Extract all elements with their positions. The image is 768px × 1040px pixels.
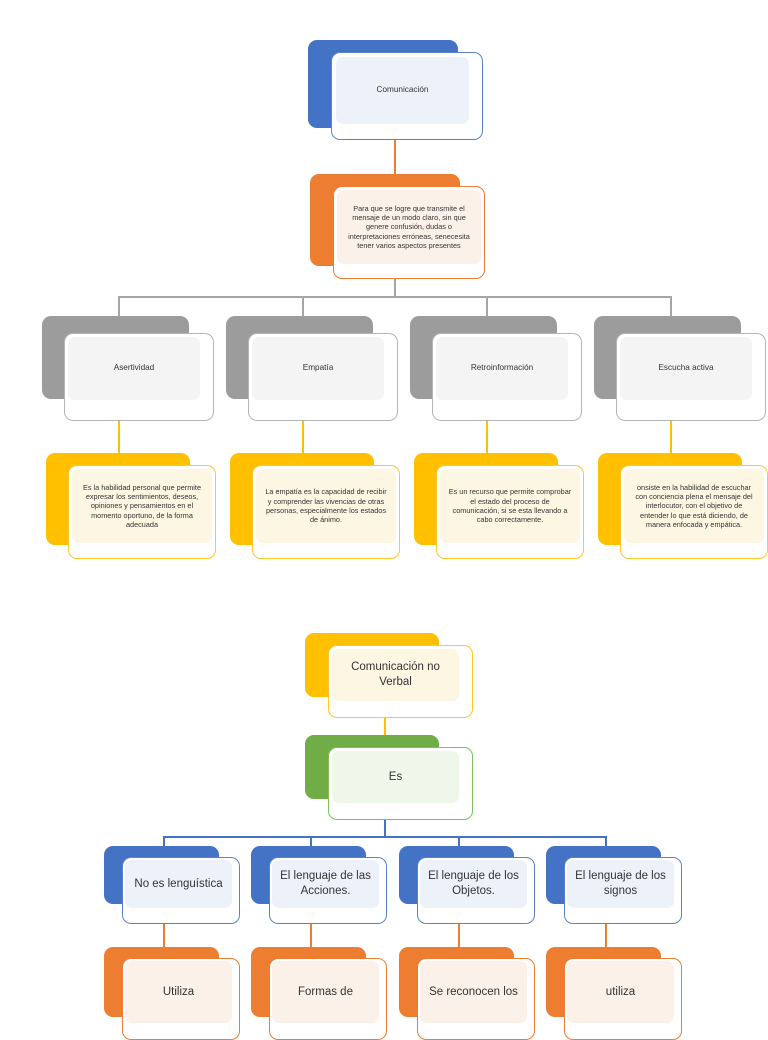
node-retroinformacion-detalle[interactable]: Es un recurso que permite comprobar el e… <box>414 453 584 563</box>
node-text-retroinformacion-detalle: Es un recurso que permite comprobar el e… <box>440 469 580 543</box>
node-comunicacion[interactable]: Comunicación <box>308 40 483 140</box>
node-label-formas-de: Formas de <box>272 961 379 1023</box>
node-asertividad-detalle[interactable]: Es la habilidad personal que permite exp… <box>46 453 216 563</box>
connector-escucha-detail <box>670 421 672 453</box>
node-label-comunicacion-no-verbal: Comunicación no Verbal <box>332 649 459 701</box>
connector-branch-bus-2 <box>163 836 606 838</box>
node-asertividad[interactable]: Asertividad <box>42 316 214 421</box>
connector-root-to-description <box>394 140 396 174</box>
connector-drop2-3 <box>458 836 460 855</box>
connector-es-stem <box>384 820 386 837</box>
node-text-empatia-detalle: La empatía es la capacidad de recibir y … <box>256 469 396 543</box>
connector-drop2-1 <box>163 836 165 855</box>
node-empatia[interactable]: Empatía <box>226 316 398 421</box>
connector-drop-3 <box>486 296 488 316</box>
connector-description-stem <box>394 279 396 297</box>
connector-blue-to-orange-4 <box>605 924 607 948</box>
node-label-lenguaje-objetos: El lenguaje de los Objetos. <box>420 860 527 908</box>
connector-blue-to-orange-1 <box>163 924 165 948</box>
node-text-asertividad-detalle: Es la habilidad personal que permite exp… <box>72 469 212 543</box>
connector-empatia-detail <box>302 421 304 453</box>
node-label-lenguaje-acciones: El lenguaje de las Acciones. <box>272 860 379 908</box>
node-label-comunicacion: Comunicación <box>336 57 469 124</box>
connector-blue-to-orange-2 <box>310 924 312 948</box>
node-label-utiliza-2: utiliza <box>567 961 674 1023</box>
connector-branch-bus <box>118 296 671 298</box>
node-label-no-es-lenguistica: No es lenguística <box>125 860 232 908</box>
connector-drop2-2 <box>310 836 312 855</box>
node-retroinformacion[interactable]: Retroinformación <box>410 316 582 421</box>
node-es[interactable]: Es <box>305 735 473 820</box>
node-no-es-lenguistica[interactable]: No es lenguística <box>104 846 240 924</box>
node-label-empatia: Empatía <box>252 337 384 400</box>
node-label-escucha-activa: Escucha activa <box>620 337 752 400</box>
node-label-asertividad: Asertividad <box>68 337 200 400</box>
node-text-escucha-activa-detalle: onsiste en la habilidad de escuchar con … <box>624 469 764 543</box>
node-empatia-detalle[interactable]: La empatía es la capacidad de recibir y … <box>230 453 400 563</box>
node-escucha-activa-detalle[interactable]: onsiste en la habilidad de escuchar con … <box>598 453 768 563</box>
connector-cnv-to-es <box>384 718 386 740</box>
connector-retroinformacion-detail <box>486 421 488 453</box>
connector-drop-1 <box>118 296 120 316</box>
node-label-retroinformacion: Retroinformación <box>436 337 568 400</box>
node-descripcion[interactable]: Para que se logre que transmite el mensa… <box>310 174 485 279</box>
node-lenguaje-signos[interactable]: El lenguaje de los signos <box>546 846 682 924</box>
connector-asertividad-detail <box>118 421 120 453</box>
node-lenguaje-acciones[interactable]: El lenguaje de las Acciones. <box>251 846 387 924</box>
node-label-es: Es <box>332 751 459 803</box>
node-label-descripcion: Para que se logre que transmite el mensa… <box>337 190 481 264</box>
connector-drop-2 <box>302 296 304 316</box>
connector-drop2-4 <box>605 836 607 855</box>
node-lenguaje-objetos[interactable]: El lenguaje de los Objetos. <box>399 846 535 924</box>
node-label-se-reconocen-los: Se reconocen los <box>420 961 527 1023</box>
node-utiliza-1[interactable]: Utiliza <box>104 947 240 1040</box>
connector-blue-to-orange-3 <box>458 924 460 948</box>
node-comunicacion-no-verbal[interactable]: Comunicación no Verbal <box>305 633 473 718</box>
connector-drop-4 <box>670 296 672 316</box>
node-label-utiliza-1: Utiliza <box>125 961 232 1023</box>
node-label-lenguaje-signos: El lenguaje de los signos <box>567 860 674 908</box>
node-escucha-activa[interactable]: Escucha activa <box>594 316 766 421</box>
